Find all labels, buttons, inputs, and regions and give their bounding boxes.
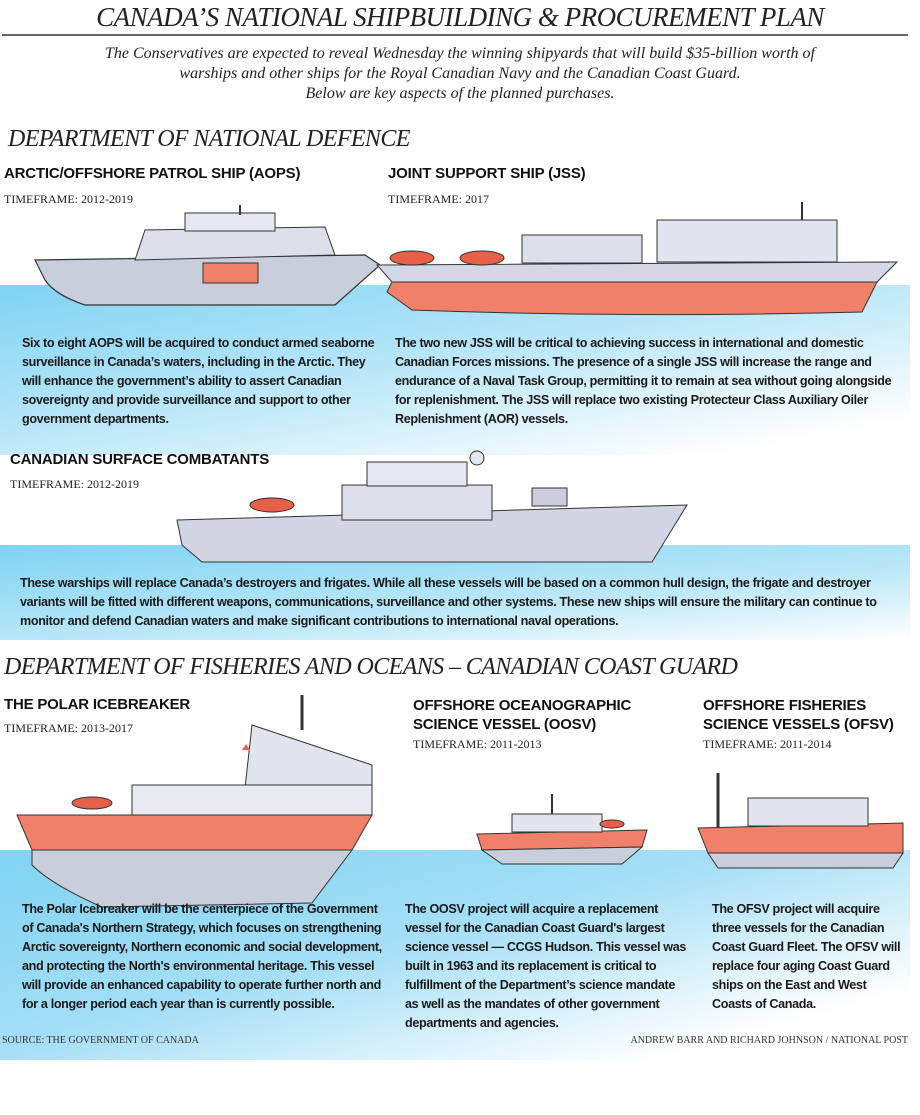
polar-icebreaker-illustration bbox=[16, 695, 373, 908]
jss-ship-illustration bbox=[375, 202, 899, 316]
title-divider bbox=[2, 34, 908, 36]
jss-description: The two new JSS will be critical to achi… bbox=[395, 336, 892, 426]
csc-timeframe: TIMEFRAME: 2012-2019 bbox=[10, 477, 139, 491]
oosv-timeframe: TIMEFRAME: 2011-2013 bbox=[413, 737, 542, 751]
ofsv-title: OFFSHORE FISHERIES SCIENCE VESSELS (OFSV… bbox=[703, 696, 894, 734]
polar-description: The Polar Icebreaker will be the centerp… bbox=[22, 902, 382, 1011]
section-heading-defence: DEPARTMENT OF NATIONAL DEFENCE bbox=[8, 126, 410, 152]
aops-title: ARCTIC/OFFSHORE PATROL SHIP (AOPS) bbox=[4, 165, 301, 182]
aops-ship-illustration bbox=[34, 205, 381, 306]
intro: The Conservatives are expected to reveal… bbox=[20, 44, 900, 104]
ofsv-description: The OFSV project will acquire three vess… bbox=[712, 902, 901, 1011]
csc-title: CANADIAN SURFACE COMBATANTS bbox=[10, 451, 270, 468]
oosv-illustration bbox=[476, 794, 648, 865]
intro-line: Below are key aspects of the planned pur… bbox=[305, 85, 615, 102]
ofsv-title-line: SCIENCE VESSELS (OFSV) bbox=[703, 716, 894, 733]
polar-title: THE POLAR ICEBREAKER bbox=[4, 696, 191, 713]
intro-line: The Conservatives are expected to reveal… bbox=[105, 45, 815, 62]
polar-timeframe: TIMEFRAME: 2013-2017 bbox=[4, 721, 133, 735]
section-heading-fisheries: DEPARTMENT OF FISHERIES AND OCEANS – CAN… bbox=[4, 654, 738, 680]
oosv-description: The OOSV project will acquire a replacem… bbox=[405, 902, 687, 1030]
oosv-title-line: OFFSHORE OCEANOGRAPHIC bbox=[413, 697, 632, 714]
page-title: CANADA’S NATIONAL SHIPBUILDING & PROCURE… bbox=[96, 2, 824, 32]
author-credit: ANDREW BARR AND RICHARD JOHNSON / NATION… bbox=[630, 1035, 908, 1046]
jss-timeframe: TIMEFRAME: 2017 bbox=[388, 192, 490, 206]
csc-ship-illustration bbox=[176, 450, 688, 563]
oosv-title-line: SCIENCE VESSEL (OOSV) bbox=[413, 716, 597, 733]
ofsv-illustration bbox=[697, 773, 904, 869]
jss-title: JOINT SUPPORT SHIP (JSS) bbox=[388, 165, 586, 182]
ofsv-timeframe: TIMEFRAME: 2011-2014 bbox=[703, 737, 832, 751]
source-credit: SOURCE: THE GOVERNMENT OF CANADA bbox=[2, 1035, 199, 1046]
aops-timeframe: TIMEFRAME: 2012-2019 bbox=[4, 192, 133, 206]
ofsv-title-line: OFFSHORE FISHERIES bbox=[703, 697, 867, 714]
aops-description: Six to eight AOPS will be acquired to co… bbox=[22, 336, 375, 426]
csc-description: These warships will replace Canada’s des… bbox=[20, 576, 877, 628]
intro-line: warships and other ships for the Royal C… bbox=[179, 65, 741, 82]
oosv-title: OFFSHORE OCEANOGRAPHIC SCIENCE VESSEL (O… bbox=[413, 696, 631, 734]
